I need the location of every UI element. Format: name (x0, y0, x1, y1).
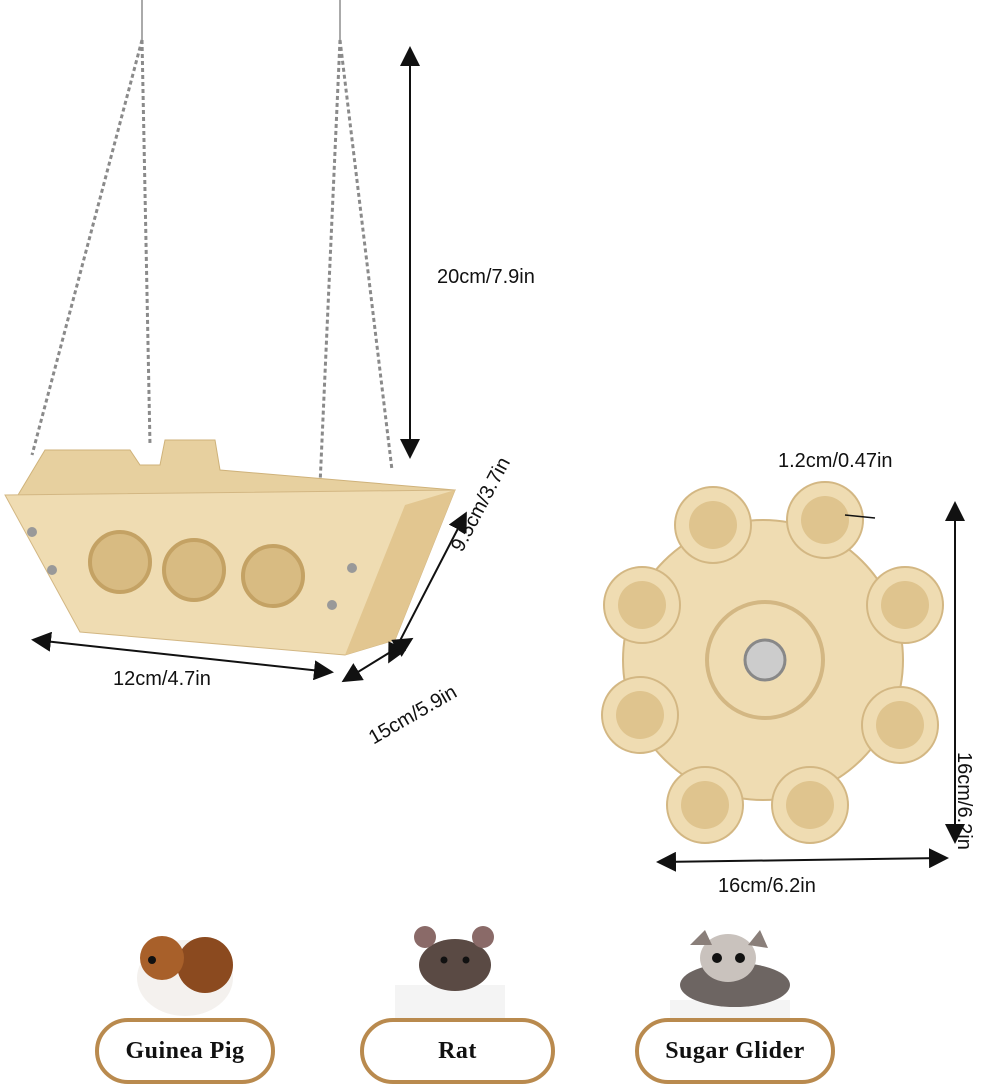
dimension-arrows (31, 46, 965, 872)
sugar-glider-photo (680, 930, 790, 1007)
rat-photo (414, 926, 494, 991)
wheel-thickness-label: 1.2cm/0.47in (778, 450, 893, 472)
guinea-pig-photo (137, 936, 233, 1016)
animal-label-sugar-glider: Sugar Glider (635, 1018, 835, 1084)
chain-height-label: 20cm/7.9in (437, 266, 535, 288)
chains (30, 39, 394, 486)
boat-hammock (4, 439, 457, 656)
boat-width-label: 12cm/4.7in (113, 668, 211, 690)
wheel-height-label: 16cm/6.2in (953, 752, 975, 850)
animal-label-guinea-pig: Guinea Pig (95, 1018, 275, 1084)
wheel-width-label: 16cm/6.2in (718, 875, 816, 897)
animal-label-rat: Rat (360, 1018, 555, 1084)
